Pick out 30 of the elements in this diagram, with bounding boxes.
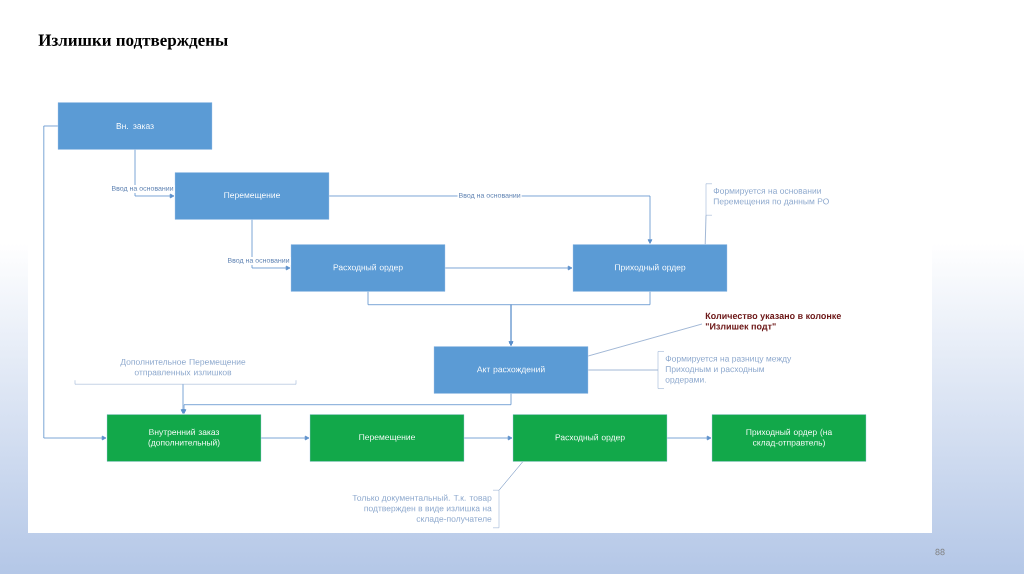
process-box: Приходный ордер (на склад-отправтель)	[711, 414, 867, 462]
note-text: Формируется на основании Перемещения по данным РО	[713, 187, 829, 207]
note-text: Только документальный. Т.к. товар подтвержден в виде излишка на складе-получателе	[352, 494, 492, 524]
arrow	[508, 291, 651, 346]
page-number: 88	[935, 548, 945, 556]
arrow	[43, 125, 107, 441]
title: Излишки подтверждены	[38, 34, 228, 50]
note-text: Формируется на разницу между Приходным и расходным ордерами.	[665, 355, 792, 385]
process-box: Приходный ордер	[572, 244, 728, 292]
leader-line	[587, 323, 703, 357]
process-box: Вн. заказ	[57, 102, 213, 150]
arrow	[463, 435, 513, 441]
callout-text: Количество указано в колонке "Излишек подт"	[705, 312, 841, 332]
process-box: Расходный ордер	[290, 244, 446, 292]
arrow	[260, 435, 310, 441]
leader-line	[704, 214, 707, 245]
process-box: Акт расхождений	[433, 346, 589, 394]
process-box: Внутренний заказ (дополнительный)	[106, 414, 262, 462]
leader-line	[587, 369, 659, 371]
arrow	[134, 149, 175, 199]
process-box: Перемещение	[174, 172, 330, 220]
arrow	[444, 265, 573, 271]
arrow	[251, 219, 291, 271]
arrow	[181, 393, 512, 414]
arrow	[666, 435, 712, 441]
note-text: Дополнительное Перемещение отправленных излишков	[120, 358, 246, 378]
process-box: Расходный ордер	[512, 414, 668, 462]
arrow	[180, 383, 186, 414]
leader-line	[498, 461, 524, 491]
process-box: Перемещение	[309, 414, 465, 462]
